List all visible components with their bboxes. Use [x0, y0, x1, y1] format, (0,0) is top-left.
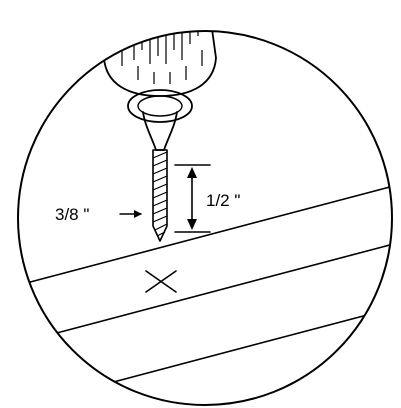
bit-diameter-label: 3/8 " [55, 205, 89, 224]
drill-bit [152, 149, 168, 242]
detail-circle [17, 30, 393, 406]
depth-label: 1/2 " [206, 191, 240, 210]
board-edge-bottom-line [18, 305, 392, 405]
drill-bit-flutes [152, 151, 168, 237]
drill-grip-ribs [117, 31, 203, 84]
board-edge-top-line [18, 183, 392, 291]
drill-point-x-mark [145, 270, 177, 293]
drill-body [103, 31, 217, 151]
depth-dimension [174, 164, 211, 233]
depth-arrow-down-icon [187, 219, 197, 230]
board-edge-middle-line [18, 241, 392, 349]
depth-arrow-up-icon [187, 167, 197, 178]
